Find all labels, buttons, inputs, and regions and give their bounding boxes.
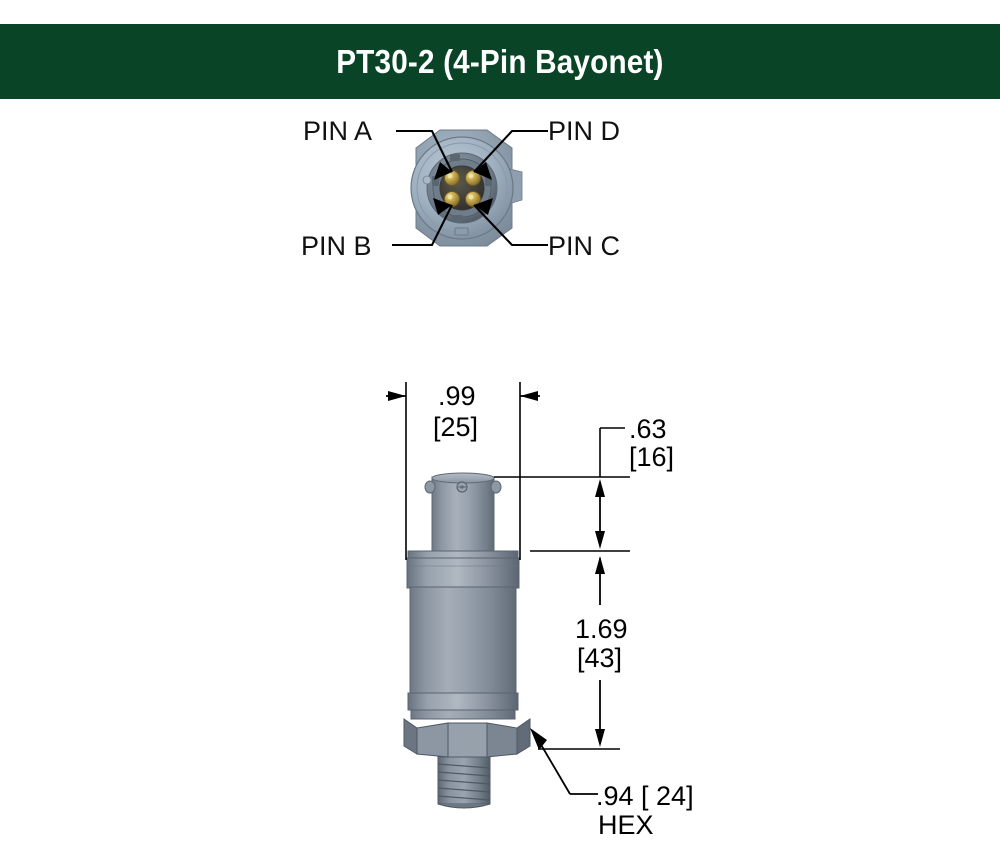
header-banner: PT30-2 (4-Pin Bayonet) [0,24,1000,99]
transducer-side-view-graphic [403,472,531,809]
pin-leader-arrowheads [433,162,493,215]
pin-label-a: PIN A [303,116,373,146]
dimension-arrowheads [388,391,605,750]
connector-face-graphic [410,129,523,247]
dimension-connector-height-value-mm: [16] [629,442,675,472]
page-title: PT30-2 (4-Pin Bayonet) [336,42,664,80]
dimension-width-value-mm: [25] [433,412,479,442]
dimension-width-value-inch: .99 [438,381,476,411]
dimension-hex-size-value: .94 [ 24] [596,781,694,811]
dimension-body-height-value-mm: [43] [577,643,623,673]
pin-label-d: PIN D [548,116,621,146]
dimension-connector-height-value-inch: .63 [629,414,667,444]
pin-label-b: PIN B [301,231,372,261]
pin-leader-lines [392,129,548,247]
pin-label-c: PIN C [548,231,621,261]
dimension-body-height-value-inch: 1.69 [575,614,628,644]
dimension-hex-size-label: HEX [598,810,654,840]
